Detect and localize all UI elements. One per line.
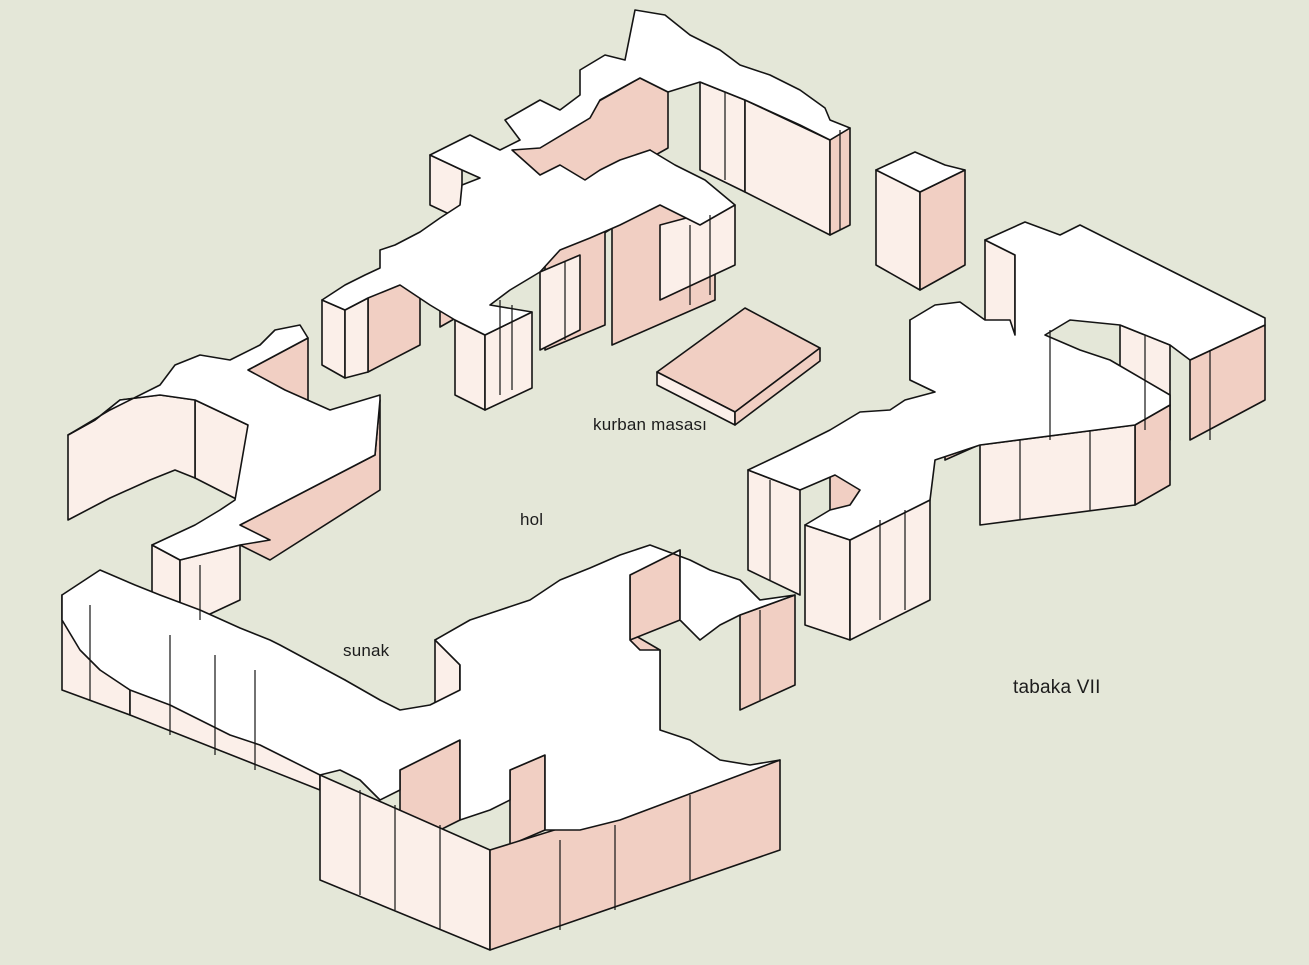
west-broken-face [67,394,196,521]
north-outer-wall-face-6 [539,254,581,351]
west-wall-top [67,324,381,561]
offering-table [656,307,821,426]
offering-table-side-right [734,347,821,426]
label-layer: tabaka VII [1013,677,1101,698]
pilaster-lines [89,92,1211,930]
label-hall: hol [520,510,544,529]
north-room-complex [321,9,851,411]
north-outer-wall-face-8 [699,81,746,193]
east-outer-face-7 [747,469,801,596]
north-wall-top [321,9,851,336]
south-room-complex [61,544,796,951]
north-outer-wall-face-3 [344,297,369,379]
west-wall-complex [67,324,381,629]
east-room-complex [747,221,1266,641]
label-offering-table: kurban masası [593,415,708,434]
east-wall-top [747,221,1266,541]
north-outer-wall-face-2 [321,299,346,379]
tower-top [875,151,966,193]
south-wall-top [61,544,796,831]
isolated-tower [875,151,966,291]
label-altar: sunak [343,641,390,660]
east-outer-face-8 [804,524,851,641]
